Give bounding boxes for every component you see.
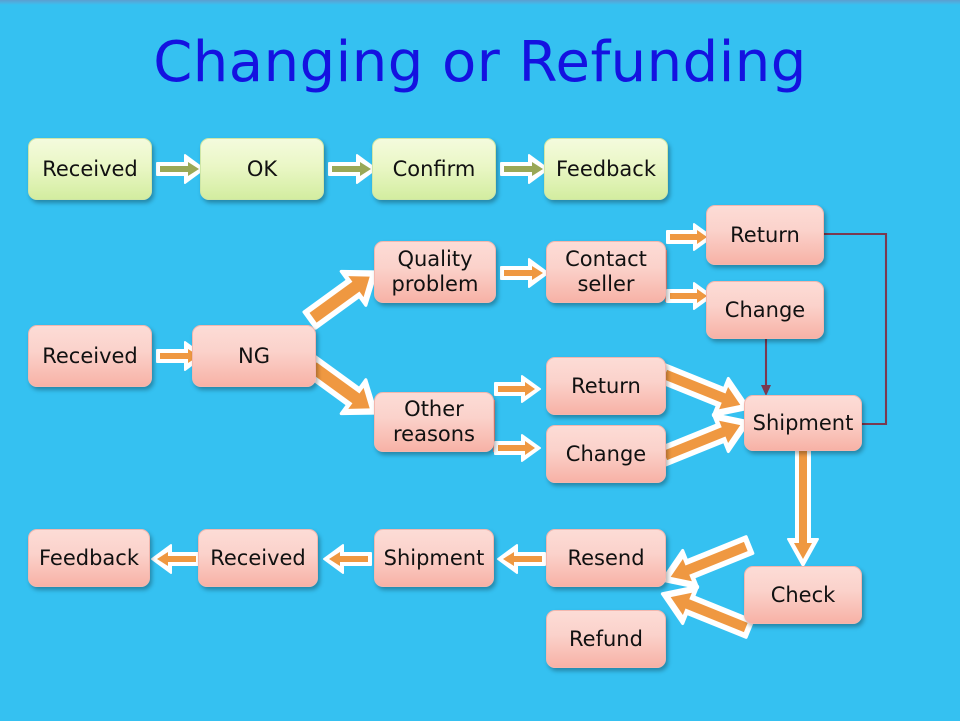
node-final-feedback[interactable]: Feedback xyxy=(28,529,150,587)
node-ok-feedback[interactable]: Feedback xyxy=(544,138,668,200)
node-shipment-mid[interactable]: Shipment xyxy=(744,395,862,451)
node-final-received[interactable]: Received xyxy=(198,529,318,587)
node-seller-return[interactable]: Return xyxy=(706,205,824,265)
node-resend[interactable]: Resend xyxy=(546,529,666,587)
node-label: Return xyxy=(571,373,641,398)
node-seller-change[interactable]: Change xyxy=(706,281,824,339)
node-label: Resend xyxy=(567,545,645,570)
arrow-quality-to-contact-seller xyxy=(500,256,550,290)
arrow-other-reasons-to-change xyxy=(494,433,542,463)
node-label: Change xyxy=(565,441,647,466)
node-ok-ok[interactable]: OK xyxy=(200,138,324,200)
page-title: Changing or Refunding xyxy=(153,30,807,95)
arrow-confirm-to-feedback xyxy=(500,152,550,186)
node-label: Received xyxy=(210,545,306,570)
arrow-check-to-refund xyxy=(655,580,755,642)
node-ok-received[interactable]: Received xyxy=(28,138,152,200)
node-label: Feedback xyxy=(38,545,139,570)
arrow-shipment-to-received xyxy=(322,543,372,575)
arrow-other-change-to-shipment xyxy=(656,408,756,470)
arrow-shipment-to-check xyxy=(784,445,822,569)
arrow-check-to-resend xyxy=(655,532,755,594)
node-other-change[interactable]: Change xyxy=(546,425,666,483)
node-label: OK xyxy=(246,156,278,181)
arrow-ng-to-quality-problem xyxy=(300,262,386,330)
node-ok-confirm[interactable]: Confirm xyxy=(372,138,496,200)
node-ng[interactable]: NG xyxy=(192,325,316,387)
connector-seller-change-to-shipment xyxy=(758,336,780,398)
node-label: Feedback xyxy=(555,156,656,181)
node-check[interactable]: Check xyxy=(744,566,862,624)
node-label: NG xyxy=(238,343,270,368)
arrow-contact-seller-to-change xyxy=(666,281,714,311)
node-label: Check xyxy=(770,582,836,607)
arrow-resend-to-shipment xyxy=(496,543,546,575)
node-label: Change xyxy=(724,297,806,322)
arrow-other-return-to-shipment xyxy=(656,360,756,422)
node-label: Shipment xyxy=(383,545,485,570)
node-refund[interactable]: Refund xyxy=(546,610,666,668)
node-label: Confirm xyxy=(392,156,476,181)
arrow-ok-to-confirm xyxy=(328,152,378,186)
node-label: Refund xyxy=(569,626,643,651)
arrow-other-reasons-to-return xyxy=(494,374,542,404)
node-other-return[interactable]: Return xyxy=(546,357,666,415)
node-label: Received xyxy=(42,343,138,368)
arrow-received-to-feedback xyxy=(150,543,200,575)
arrow-contact-seller-to-return xyxy=(666,222,714,252)
arrow-ok-received-to-ok xyxy=(156,152,206,186)
node-label: Received xyxy=(42,156,138,181)
node-final-shipment[interactable]: Shipment xyxy=(374,529,494,587)
top-band xyxy=(0,0,960,5)
node-ng-received[interactable]: Received xyxy=(28,325,152,387)
node-label: Return xyxy=(730,222,800,247)
node-label: Shipment xyxy=(752,410,854,435)
